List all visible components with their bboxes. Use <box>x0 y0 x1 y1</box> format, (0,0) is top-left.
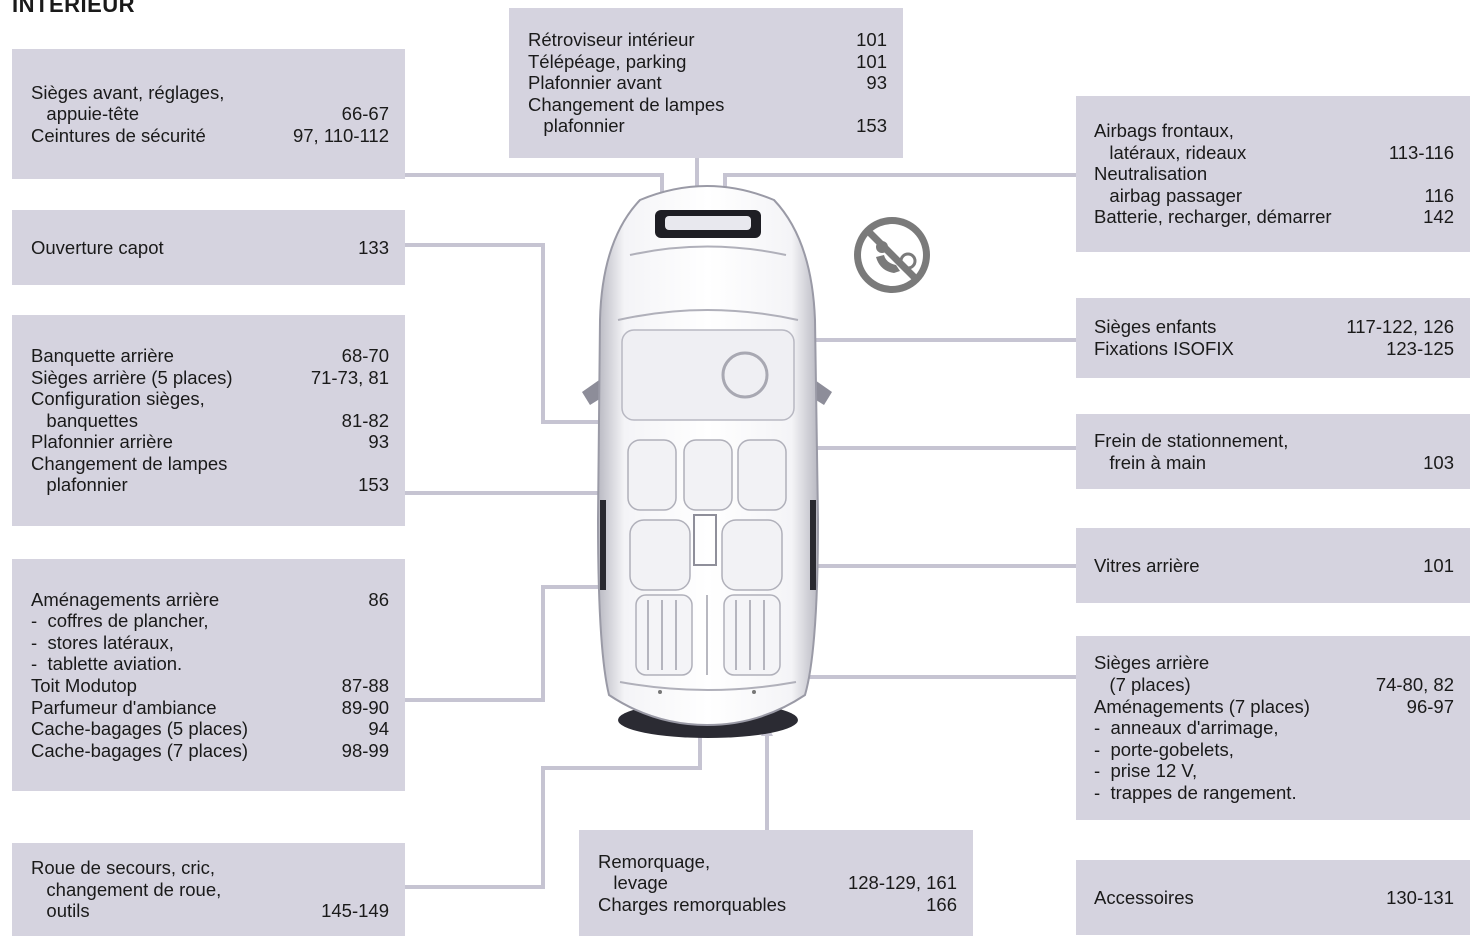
box-line: Aménagements (7 places)96-97 <box>1094 695 1454 717</box>
leader-ouverture-capot <box>405 243 640 424</box>
leader-roue-secours <box>405 730 702 889</box>
box-line: Changement de lampes <box>528 93 725 115</box>
box-line: Sièges avant, réglages, <box>31 81 225 103</box>
box-line: - anneaux d'arrimage, <box>1094 717 1279 739</box>
box-line: - tablette aviation. <box>31 653 183 675</box>
box-line: Cache-bagages (5 places)94 <box>31 718 389 740</box>
box-line: Configuration sièges, <box>31 388 205 410</box>
box-line: Changement de lampes <box>31 452 228 474</box>
box-line: Remorquage, <box>598 850 711 872</box>
airbag-deactivation-icon <box>854 217 930 293</box>
box-sieges-arriere-7: Sièges arrière (7 places)74-80, 82 Aména… <box>1076 636 1470 820</box>
box-line: changement de roue, <box>31 878 222 900</box>
box-line: Frein de stationnement, <box>1094 429 1289 451</box>
box-roue-secours: Roue de secours, cric, changement de rou… <box>12 843 405 936</box>
leader-amenagements <box>405 585 650 702</box>
box-line: - prise 12 V, <box>1094 760 1198 782</box>
box-line: Roue de secours, cric, <box>31 857 216 879</box>
box-line: Cache-bagages (7 places)98-99 <box>31 739 389 761</box>
box-line: - trappes de rangement. <box>1094 781 1297 803</box>
box-line: - stores latéraux, <box>31 631 174 653</box>
box-line: Sièges arrière <box>1094 652 1210 674</box>
box-line: Airbags frontaux, <box>1094 120 1234 142</box>
page-title: INTÉRIEUR <box>12 0 136 17</box>
box-line: - coffres de plancher, <box>31 610 209 632</box>
box-line: Neutralisation <box>1094 163 1208 185</box>
box-line: - porte-gobelets, <box>1094 738 1234 760</box>
box-line: (7 places)74-80, 82 <box>1094 674 1454 696</box>
box-line: Sièges arrière (5 places)71-73, 81 <box>31 366 389 388</box>
